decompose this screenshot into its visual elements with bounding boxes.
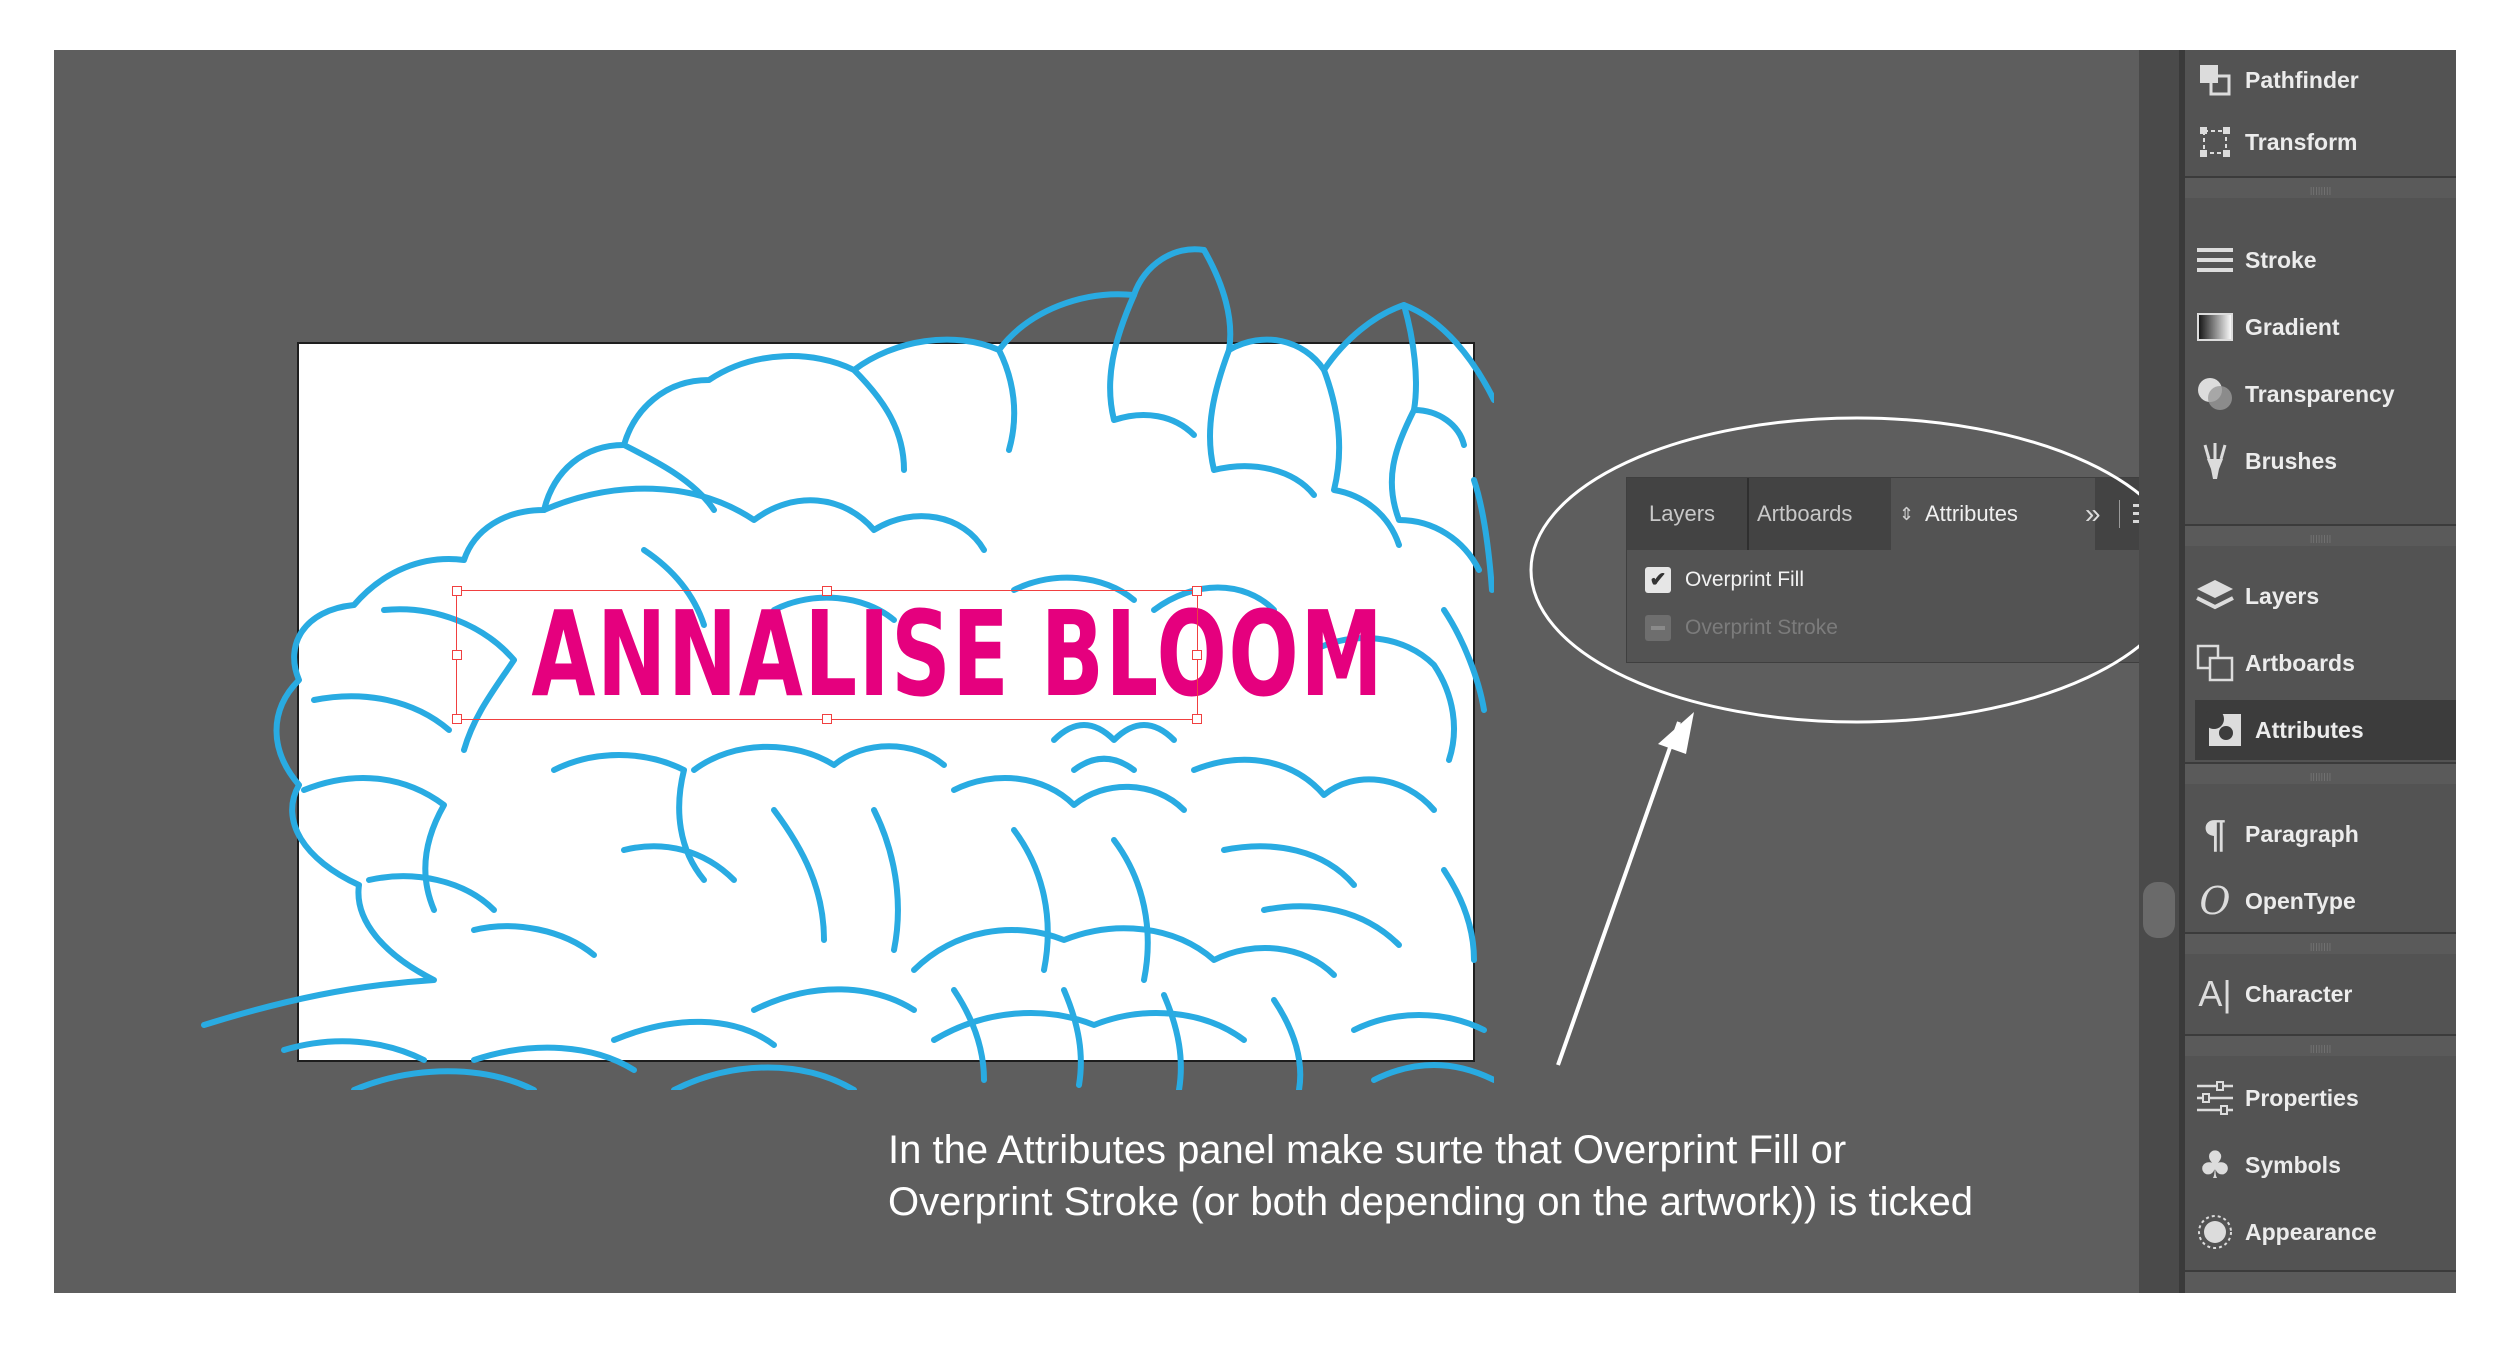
selection-handle[interactable] [452, 714, 462, 724]
tab-layers[interactable]: Layers [1649, 501, 1716, 526]
dock-label-appearance: Appearance [2245, 1218, 2377, 1245]
selection-handle[interactable] [1192, 714, 1202, 724]
dock-item-pathfinder[interactable]: Pathfinder [2185, 50, 2456, 110]
dock-grip[interactable]: |||||||| [2309, 1044, 2332, 1053]
panel-dock: Pathfinder Transform |||||||| Stroke [2185, 50, 2456, 1293]
dock-label-properties: Properties [2245, 1084, 2359, 1111]
overprint-stroke-row: Overprint Stroke [1645, 610, 1838, 646]
dock-item-transform[interactable]: Transform [2185, 112, 2456, 172]
pathfinder-icon [2185, 50, 2245, 110]
overprint-fill-label: Overprint Fill [1685, 568, 1805, 591]
checkmark-icon: ✔ [1649, 569, 1667, 591]
transparency-icon [2185, 364, 2245, 424]
dock-item-stroke[interactable]: Stroke [2185, 230, 2456, 290]
brushes-icon [2185, 431, 2245, 491]
properties-icon [2185, 1068, 2245, 1128]
attributes-panel-body: ✔ Overprint Fill Overprint Stroke [1627, 550, 2183, 662]
attributes-panel-floating: Layers Artboards ⇕ Attributes » ✔ Overpr… [1626, 477, 2184, 663]
dock-item-opentype[interactable]: O OpenType [2185, 871, 2456, 931]
dock-group-3: Layers Artboards Attributes [2185, 546, 2456, 764]
peony-line-art[interactable] [54, 50, 2456, 1293]
selection-handle[interactable] [1192, 650, 1202, 660]
scrollbar-thumb[interactable] [2143, 882, 2175, 938]
stroke-icon [2185, 230, 2245, 290]
attributes-icon [2195, 700, 2255, 760]
character-icon: A| [2198, 973, 2232, 1014]
dock-item-artboards[interactable]: Artboards [2185, 633, 2456, 693]
dock-label-pathfinder: Pathfinder [2245, 66, 2359, 93]
dock-item-layers[interactable]: Layers [2185, 566, 2456, 626]
dock-group-4: ¶ Paragraph O OpenType [2185, 784, 2456, 934]
dock-item-gradient[interactable]: Gradient [2185, 297, 2456, 357]
selection-handle[interactable] [452, 650, 462, 660]
dock-item-appearance[interactable]: Appearance [2185, 1202, 2456, 1262]
dock-label-brushes: Brushes [2245, 447, 2338, 474]
dock-label-character: Character [2245, 980, 2353, 1007]
dock-grip[interactable]: |||||||| [2309, 772, 2332, 781]
instruction-caption: In the Attributes panel make surte that … [888, 1124, 2088, 1228]
dock-item-character[interactable]: A| Character [2185, 964, 2456, 1024]
dock-group-1: Pathfinder Transform [2185, 50, 2456, 178]
dock-separator [2179, 50, 2185, 1293]
dock-group-6: Properties ♣ Symbols Appearance [2185, 1056, 2456, 1272]
disabled-dash-icon [1651, 626, 1665, 630]
more-tabs-chevron-icon[interactable]: » [2085, 498, 2101, 529]
workspace-canvas[interactable]: ANNALISE BLOOM Layers Artboards ⇕ Attrib… [54, 50, 2456, 1293]
dock-item-properties[interactable]: Properties [2185, 1068, 2456, 1128]
dock-group-2: Stroke Gradient Transparency Brushes [2185, 198, 2456, 526]
dock-group-5: A| Character [2185, 954, 2456, 1036]
dock-label-artboards: Artboards [2245, 649, 2355, 676]
transform-icon [2185, 112, 2245, 172]
gradient-icon [2185, 297, 2245, 357]
dock-item-transparency[interactable]: Transparency [2185, 364, 2456, 424]
dock-label-symbols: Symbols [2245, 1151, 2341, 1178]
dock-grip[interactable]: |||||||| [2309, 186, 2332, 195]
tab-attributes[interactable]: ⇕ Attributes [1891, 478, 2095, 550]
appearance-icon [2185, 1202, 2245, 1262]
overprint-stroke-label: Overprint Stroke [1685, 616, 1838, 639]
dock-item-paragraph[interactable]: ¶ Paragraph [2185, 804, 2456, 864]
artwork-title-text[interactable]: ANNALISE BLOOM [531, 585, 1385, 723]
caption-line-2: Overprint Stroke (or both depending on t… [888, 1180, 1973, 1224]
dock-label-transparency: Transparency [2245, 380, 2395, 407]
dock-item-attributes[interactable]: Attributes [2195, 700, 2456, 760]
paragraph-icon: ¶ [2202, 811, 2228, 857]
opentype-icon: O [2199, 879, 2231, 923]
dock-item-symbols[interactable]: ♣ Symbols [2185, 1135, 2456, 1195]
dock-label-paragraph: Paragraph [2245, 820, 2359, 847]
sort-arrows-icon: ⇕ [1899, 504, 1915, 524]
dock-label-gradient: Gradient [2245, 313, 2340, 340]
dock-grip[interactable]: |||||||| [2309, 942, 2332, 951]
selection-handle[interactable] [822, 714, 832, 724]
artboard[interactable] [297, 342, 1475, 1062]
tab-divider [1747, 478, 1749, 550]
dock-label-transform: Transform [2245, 128, 2358, 155]
selection-handle[interactable] [452, 586, 462, 596]
selection-bounding-box[interactable] [452, 586, 1202, 724]
dock-label-opentype: OpenType [2245, 887, 2356, 914]
artboards-icon [2185, 633, 2245, 693]
dock-label-layers: Layers [2245, 582, 2320, 609]
tab-divider [2119, 500, 2120, 528]
layers-icon [2185, 566, 2245, 626]
dock-label-stroke: Stroke [2245, 246, 2317, 273]
selection-handle[interactable] [822, 586, 832, 596]
highlight-ellipse [1529, 416, 2185, 724]
selection-handle[interactable] [1192, 586, 1202, 596]
overprint-fill-row[interactable]: ✔ Overprint Fill [1645, 562, 1804, 598]
dock-collapse-strip [2139, 50, 2179, 1293]
caption-line-1: In the Attributes panel make surte that … [888, 1128, 1847, 1172]
attributes-panel-tabbar: Layers Artboards ⇕ Attributes » [1627, 478, 2183, 550]
overprint-stroke-checkbox[interactable] [1645, 615, 1671, 641]
dock-item-brushes[interactable]: Brushes [2185, 431, 2456, 491]
overprint-fill-checkbox[interactable]: ✔ [1645, 567, 1671, 593]
tab-attributes-label: Attributes [1925, 501, 2018, 526]
symbols-icon: ♣ [2197, 1143, 2233, 1187]
dock-grip[interactable]: |||||||| [2309, 534, 2332, 543]
dock-label-attributes: Attributes [2255, 716, 2364, 743]
tab-artboards[interactable]: Artboards [1757, 501, 1853, 526]
